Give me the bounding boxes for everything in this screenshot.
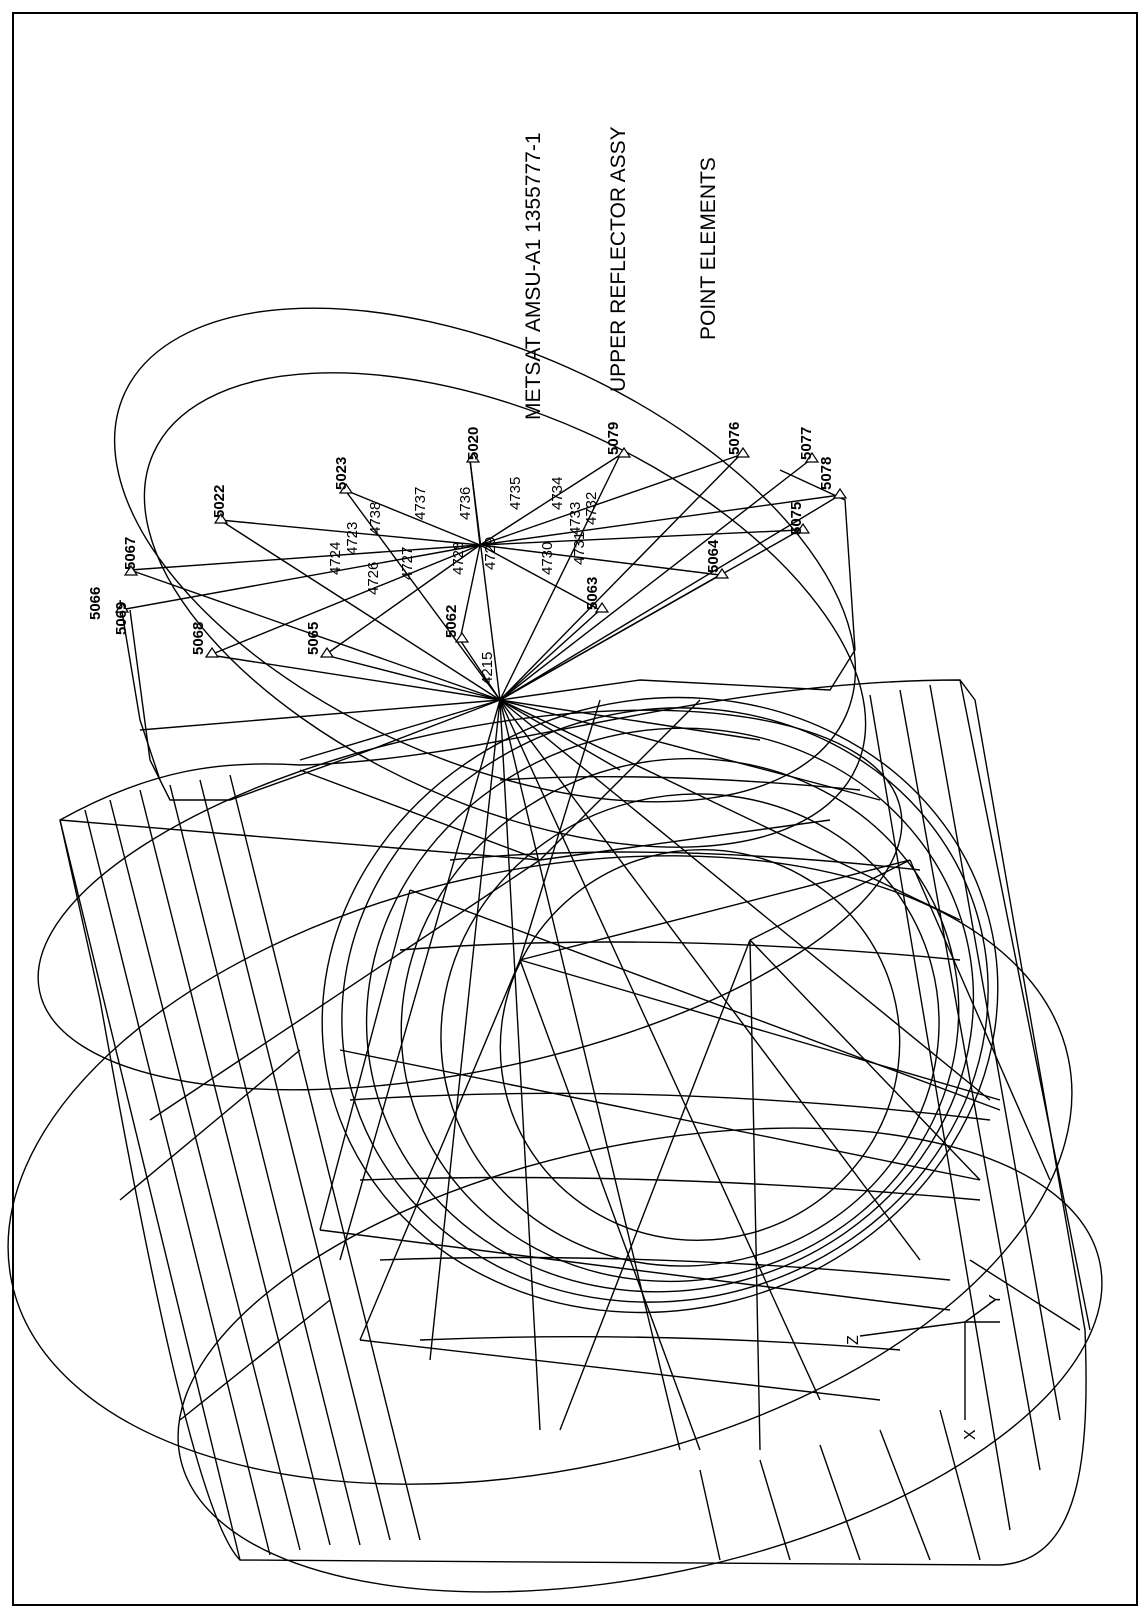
point-label-group: 4724 4723 4738 4737 4736 4735 4734 4733 … [327,477,600,595]
point-label: 4726 [365,562,382,595]
point-label: 4723 [344,522,361,555]
axis-labels: Z Y X [845,1294,1004,1440]
node-label: 5064 [705,539,722,573]
point-label: 4724 [327,542,344,575]
axis-label-x: X [962,1429,979,1440]
point-label: 4732 [583,492,600,525]
point-label: 4728 [450,542,467,575]
point-label: 4731 [571,532,588,565]
axis-triad [859,1299,1000,1420]
node-label: 5078 [818,457,835,490]
point-label: 4735 [507,477,524,510]
title-block: METSAT AMSU-A1 1355777-1 UPPER REFLECTOR… [522,126,720,420]
node-label: 4215 [479,652,496,685]
node-label: 5023 [333,457,350,490]
node-label: 5065 [305,622,322,655]
drawing-frame [12,12,1138,1606]
axis-label-z: Z [845,1335,862,1345]
point-label: 4727 [399,547,416,580]
node-label: 5076 [726,422,743,455]
point-label: 4729 [482,537,499,570]
node-label: 5066 [87,587,104,620]
point-label: 4733 [567,502,584,535]
node-label: 5069 [113,602,130,635]
mesh-lines [7,307,1103,1593]
node-label: 5068 [190,622,207,655]
point-label: 4730 [539,542,556,575]
node-label-group: 5066 5069 5067 5068 5022 5023 5065 5020 … [87,422,835,685]
point-label: 4738 [367,502,384,535]
point-label: 4734 [549,477,566,510]
node-label: 5063 [584,577,601,610]
node-label: 5020 [465,427,482,460]
node-label: 5075 [788,502,805,535]
point-label: 4736 [457,487,474,520]
axis-label-y: Y [987,1294,1004,1305]
node-label: 5022 [211,485,228,518]
node-label: 5062 [443,605,460,638]
title-line-1: METSAT AMSU-A1 1355777-1 [522,132,545,420]
point-label: 4737 [412,487,429,520]
node-markers [114,446,848,658]
node-label: 5077 [798,427,815,460]
node-label: 5079 [605,422,622,455]
title-line-3: POINT ELEMENTS [697,157,720,340]
node-label: 5067 [122,537,139,570]
title-line-2: UPPER REFLECTOR ASSY [607,126,630,392]
